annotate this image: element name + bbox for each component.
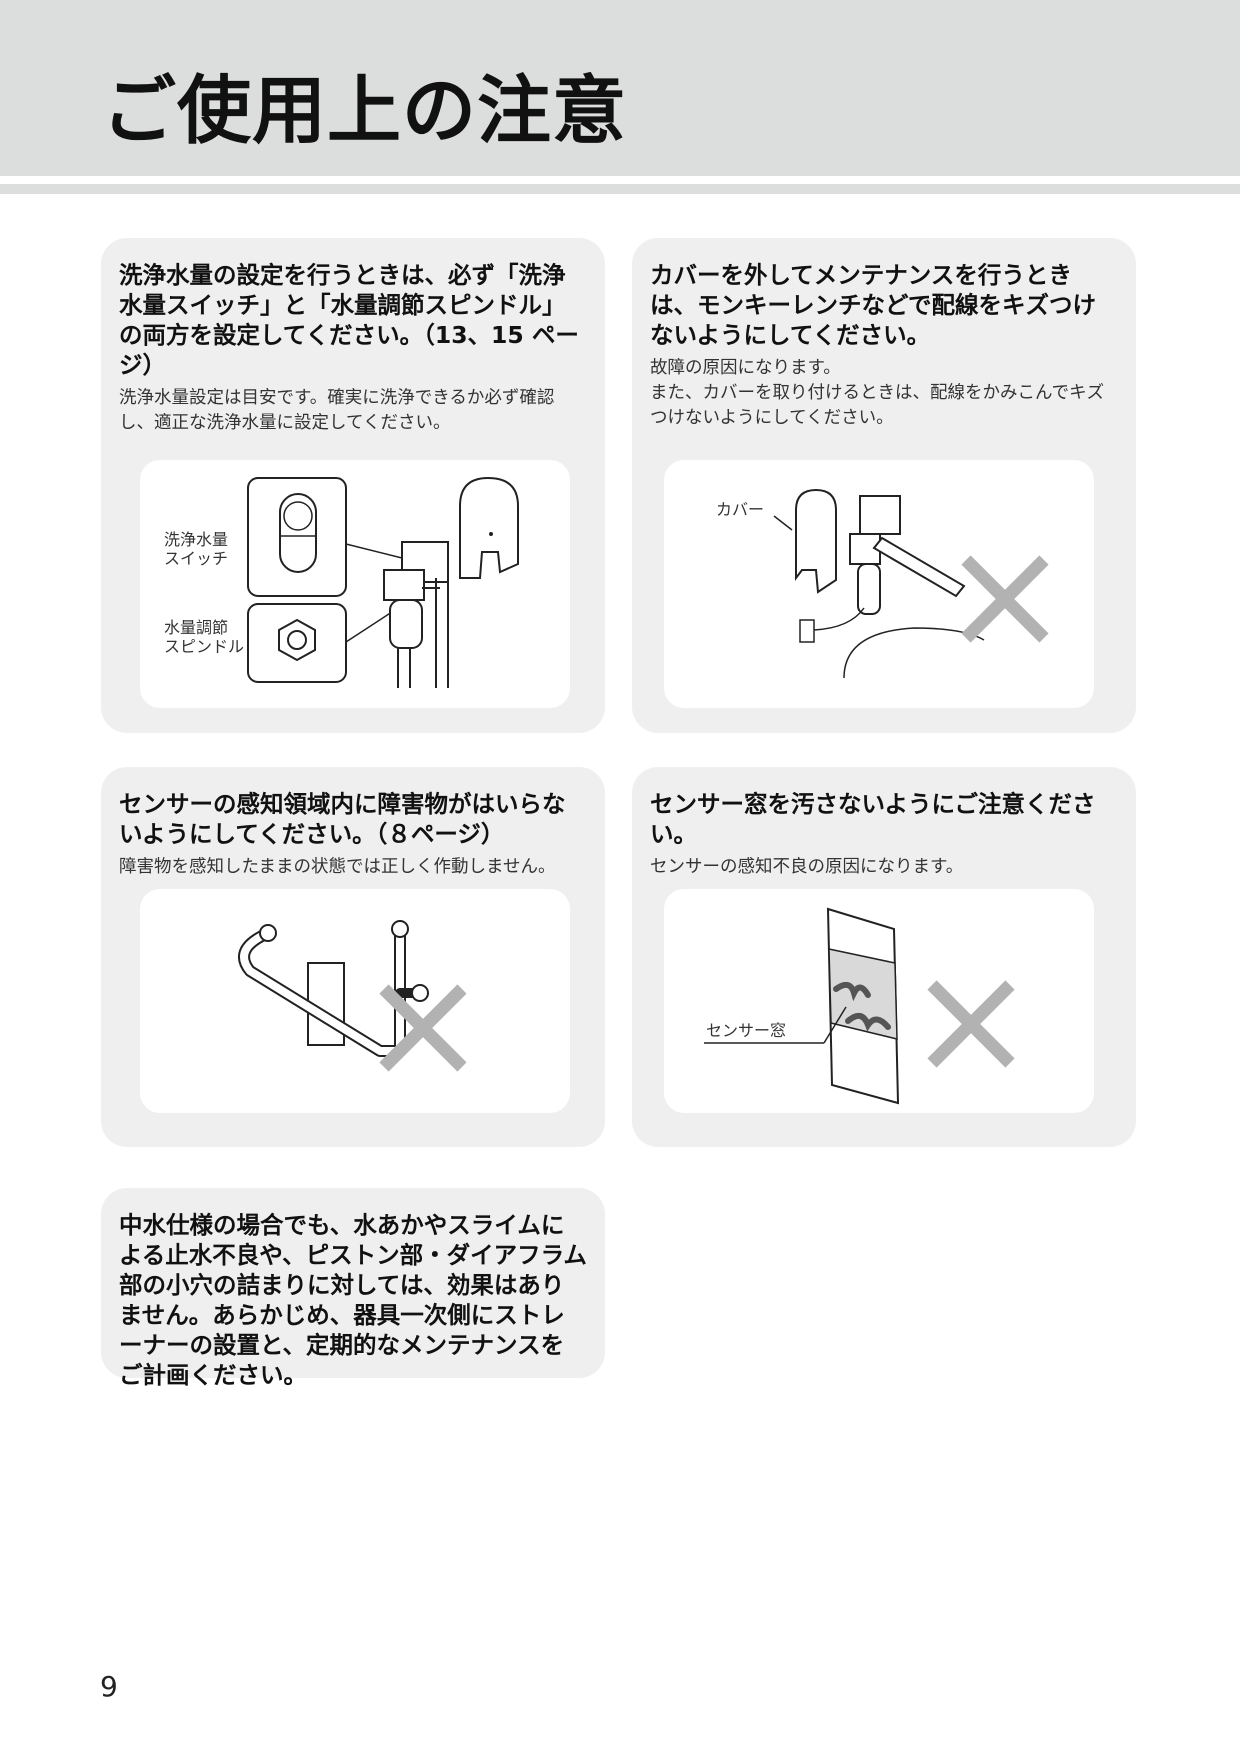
header-band — [0, 0, 1240, 176]
card-note: 洗浄水量設定は目安です。確実に洗浄できるか必ず確認し、適正な洗浄水量に設定してく… — [119, 388, 555, 433]
cover-wrench-diagram — [773, 488, 1049, 679]
valve-diagram — [247, 476, 519, 688]
label-cover: カバー — [716, 500, 765, 519]
sensor-panel-diagram — [704, 907, 1015, 1105]
label-volume-spindle: 水量調節 スピンドル — [164, 618, 245, 656]
card-sensor-window-dirt: センサー窓を汚さないようにご注意ください。 センサーの感知不良の原因になります。… — [632, 767, 1136, 1147]
label-sensor-window: センサー窓 — [706, 1021, 787, 1040]
card-water-volume-setting: 洗浄水量の設定を行うときは、必ず「洗浄水量スイッチ」と「水量調節スピンドル」の両… — [101, 238, 605, 733]
page-title: ご使用上の注意 — [102, 68, 627, 154]
card-cover-maintenance: カバーを外してメンテナンスを行うときは、モンキーレンチなどで配線をキズつけないよ… — [632, 238, 1136, 733]
card-note: 障害物を感知したままの状態では正しく作動しません。 — [119, 857, 556, 877]
label-water-volume-switch: 洗浄水量 スイッチ — [164, 530, 229, 568]
card-heading: 洗浄水量の設定を行うときは、必ず「洗浄水量スイッチ」と「水量調節スピンドル」の両… — [119, 261, 579, 379]
handrail-diagram — [238, 920, 467, 1072]
header-rule — [0, 184, 1240, 194]
card-note: センサーの感知不良の原因になります。 — [650, 857, 964, 877]
card-note: 故障の原因になります。 また、カバーを取り付けるときは、配線をかみこんでキズつけ… — [650, 358, 1105, 428]
illustration-water-settings: 洗浄水量 スイッチ 水量調節 スピンドル — [140, 460, 570, 708]
card-heading: センサー窓を汚さないようにご注意ください。 — [650, 790, 1096, 848]
illustration-cover-wrench: カバー — [664, 460, 1094, 708]
illustration-handrail-obstruction — [140, 889, 570, 1113]
card-heading: カバーを外してメンテナンスを行うときは、モンキーレンチなどで配線をキズつけないよ… — [650, 261, 1097, 349]
card-heading: センサーの感知領域内に障害物がはいらないようにしてください。（８ページ） — [119, 790, 566, 848]
card-heading: 中水仕様の場合でも、水あかやスライムによる止水不良や、ピストン部・ダイアフラム部… — [119, 1211, 587, 1389]
card-greywater-note: 中水仕様の場合でも、水あかやスライムによる止水不良や、ピストン部・ダイアフラム部… — [101, 1188, 605, 1389]
card-sensor-obstruction: センサーの感知領域内に障害物がはいらないようにしてください。（８ページ） 障害物… — [101, 767, 605, 1147]
illustration-dirty-sensor-window: センサー窓 — [664, 889, 1094, 1113]
page-number: 9 — [100, 1670, 118, 1703]
